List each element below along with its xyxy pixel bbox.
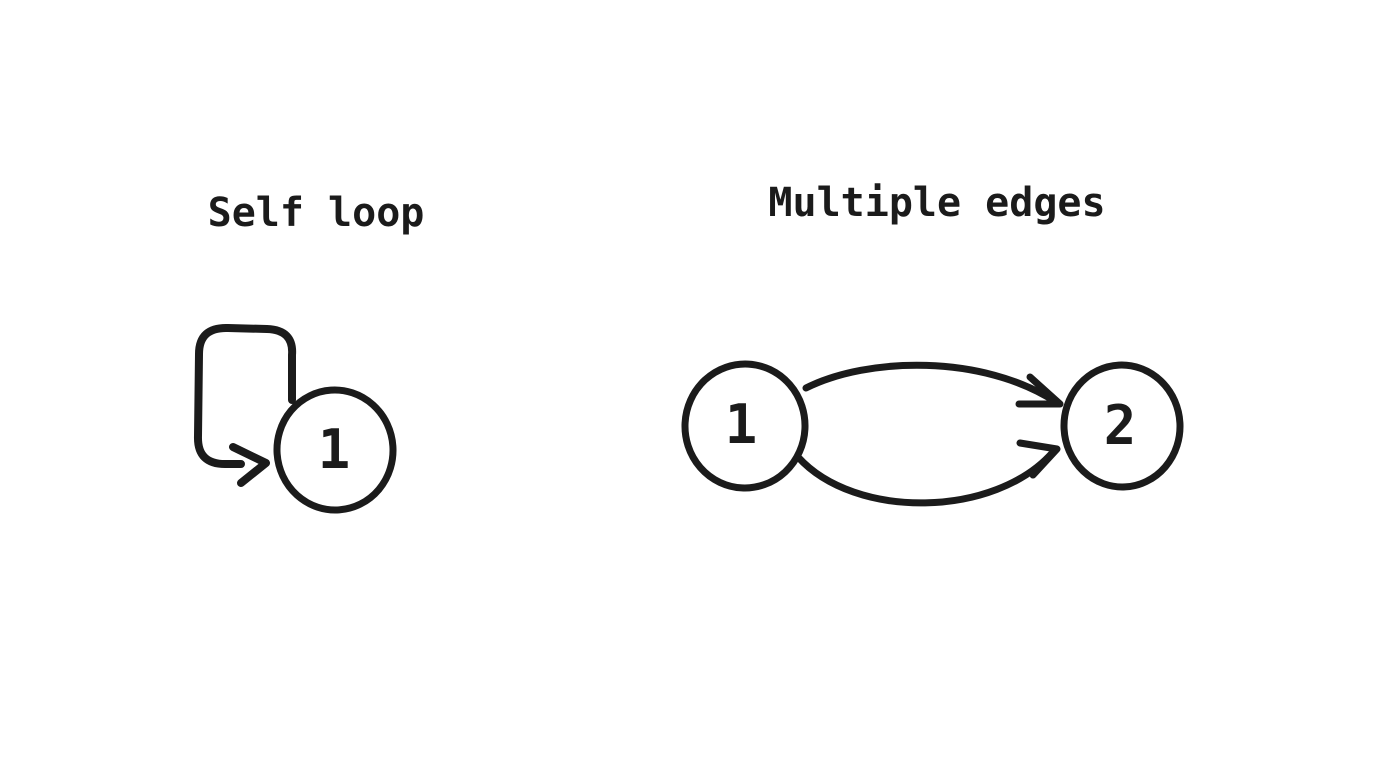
self-loop-node-1-label: 1 bbox=[318, 418, 351, 481]
edge-top-arrowhead-icon bbox=[1015, 373, 1064, 408]
multi-node-1-label: 1 bbox=[725, 393, 758, 456]
edge-top-curve bbox=[802, 361, 1060, 406]
self-loop-title: Self loop bbox=[208, 190, 425, 236]
edge-bottom-arrowhead-icon bbox=[1016, 439, 1061, 479]
multiple-edges-title: Multiple edges bbox=[768, 180, 1105, 226]
multi-node-2-circle bbox=[1060, 361, 1184, 491]
multiple-edges-diagram: Multiple edges 1 2 bbox=[681, 180, 1184, 507]
self-loop-diagram: Self loop 1 bbox=[194, 190, 425, 514]
multi-node-2-label: 2 bbox=[1104, 394, 1137, 457]
edge-bottom-curve bbox=[794, 448, 1057, 507]
self-loop-arrowhead-icon bbox=[229, 443, 270, 487]
self-loop-edge bbox=[194, 323, 297, 468]
multi-node-1-circle bbox=[681, 360, 809, 492]
self-loop-node-1-circle bbox=[273, 386, 397, 514]
